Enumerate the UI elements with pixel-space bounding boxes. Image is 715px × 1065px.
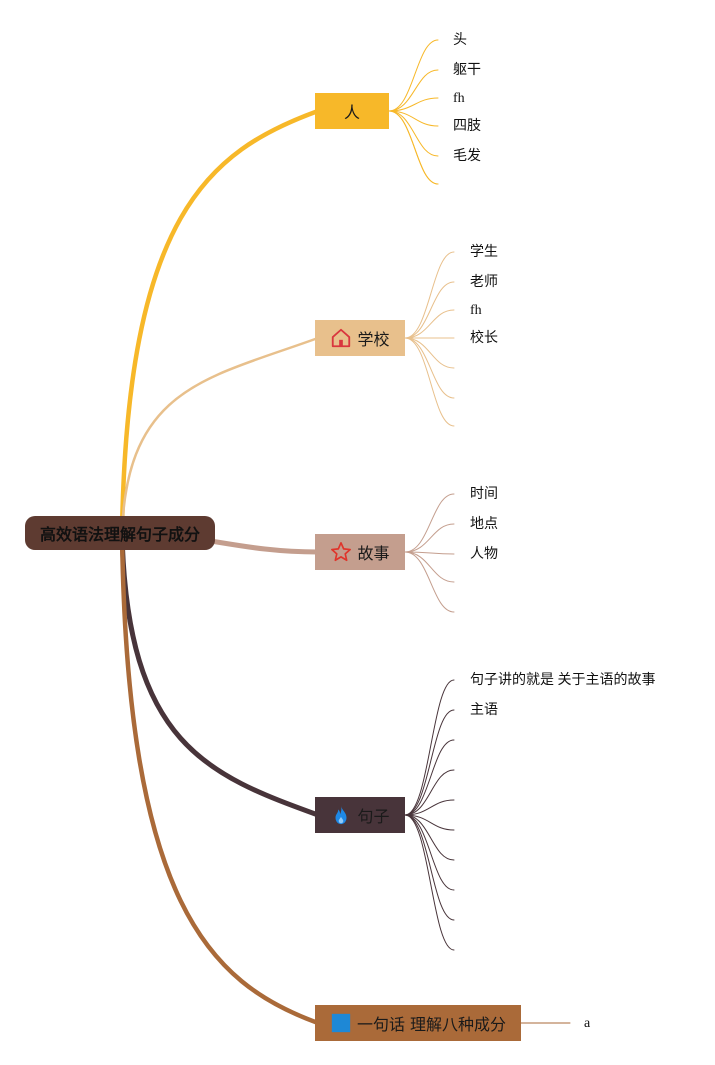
branch-connector: [119, 108, 321, 536]
leaf-item[interactable]: 地点: [470, 517, 498, 532]
leaf-connector: [388, 110, 439, 185]
leaf-connector: [404, 551, 455, 583]
leaf-item[interactable]: 时间: [470, 487, 498, 502]
leaf-connector: [404, 337, 455, 427]
leaf-connector: [404, 493, 455, 553]
branch-label: 句子: [357, 807, 390, 826]
leaf-item[interactable]: a: [584, 1016, 591, 1031]
leaf-connector: [388, 110, 439, 157]
leaf-item[interactable]: 学生: [470, 245, 498, 260]
branch-node-sentence[interactable]: 句子: [315, 797, 405, 833]
leaf-item[interactable]: 老师: [470, 275, 498, 290]
home-icon: [330, 327, 352, 349]
star-icon: [330, 541, 352, 563]
branch-label: 学校: [357, 330, 390, 349]
leaf-connector: [404, 337, 455, 369]
leaf-connector: [388, 39, 439, 112]
branch-node-one-sentence[interactable]: 一句话 理解八种成分: [315, 1005, 521, 1041]
leaf-connector: [404, 769, 455, 816]
branch-connector: [119, 530, 321, 818]
leaf-connector: [404, 799, 455, 816]
leaf-item[interactable]: fh: [453, 91, 465, 106]
leaf-connector: [404, 709, 455, 816]
leaf-item[interactable]: 头: [453, 33, 467, 48]
leaf-item[interactable]: 人物: [470, 547, 498, 562]
leaf-item[interactable]: 校长: [470, 331, 498, 346]
leaf-connector: [404, 523, 455, 553]
leaf-item[interactable]: 毛发: [453, 149, 481, 164]
branch-label: 一句话 理解八种成分: [356, 1015, 507, 1034]
leaf-connector: [404, 814, 455, 861]
root-label: 高效语法理解句子成分: [39, 525, 200, 544]
leaf-connector: [404, 281, 455, 339]
leaf-item[interactable]: 句子讲的就是 关于主语的故事: [470, 673, 656, 688]
branch-label: 人: [343, 103, 360, 122]
flame-icon: [330, 804, 352, 826]
leaf-item[interactable]: fh: [470, 303, 482, 318]
leaf-connector: [404, 814, 455, 891]
leaf-item[interactable]: 躯干: [453, 63, 481, 78]
leaf-connector: [388, 97, 439, 112]
square-icon: [330, 1012, 352, 1034]
leaf-connector: [404, 337, 455, 399]
leaf-connector: [388, 69, 439, 112]
branch-node-story[interactable]: 故事: [315, 534, 405, 570]
branch-node-ren[interactable]: 人: [315, 93, 389, 129]
leaf-connector: [388, 110, 439, 185]
branch-connector: [120, 336, 320, 535]
branch-connector: [119, 530, 321, 1026]
leaf-connector: [404, 679, 455, 816]
branch-label: 故事: [357, 544, 390, 563]
branch-node-school[interactable]: 学校: [315, 320, 405, 356]
leaf-connector: [404, 251, 455, 339]
leaf-connector: [404, 814, 455, 921]
leaf-connector: [404, 309, 455, 339]
root-node[interactable]: 高效语法理解句子成分: [25, 516, 215, 550]
leaf-connector: [404, 814, 455, 951]
leaf-item[interactable]: 四肢: [453, 119, 481, 134]
leaf-connector: [404, 739, 455, 816]
leaf-item[interactable]: 主语: [470, 703, 498, 718]
leaf-connector: [404, 551, 455, 613]
